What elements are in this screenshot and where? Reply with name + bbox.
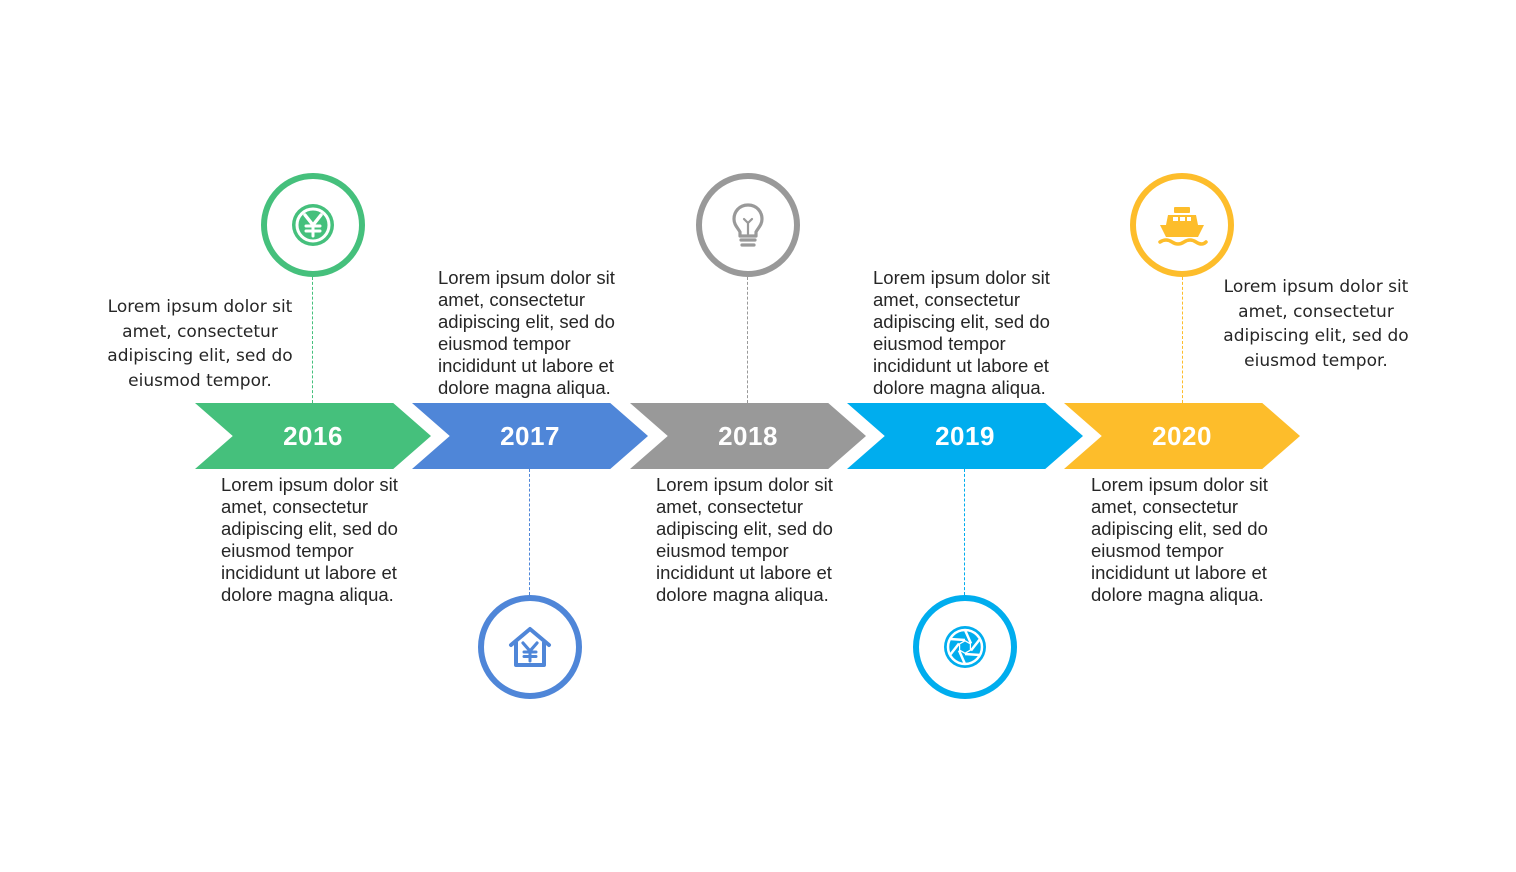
ship-icon: [1156, 201, 1208, 249]
text-2017-top: Lorem ipsum dolor sit amet, consectetur …: [438, 267, 615, 398]
text-2016-bottom: Lorem ipsum dolor sit amet, consectetur …: [221, 474, 398, 605]
connector-2017: [529, 469, 530, 595]
chevron-2016: 2016: [195, 403, 431, 469]
connector-2019: [964, 469, 965, 595]
text-2018-bottom: Lorem ipsum dolor sit amet, consectetur …: [656, 474, 833, 605]
connector-2020: [1182, 277, 1183, 403]
text-2016-top: Lorem ipsum dolor sit amet, consectetur …: [107, 297, 293, 391]
text-2020-top: Lorem ipsum dolor sit amet, consectetur …: [1223, 277, 1409, 371]
chevron-2020: 2020: [1064, 403, 1300, 469]
connector-2018: [747, 277, 748, 403]
chevron-2018: 2018: [630, 403, 866, 469]
circle-2019: [913, 595, 1017, 699]
circle-2020: [1130, 173, 1234, 277]
yen-coin-icon: [289, 201, 337, 249]
year-label: 2019: [935, 420, 995, 451]
lightbulb-icon: [724, 201, 772, 249]
year-label: 2020: [1152, 420, 1212, 451]
camera-aperture-icon: [941, 623, 989, 671]
chevron-2019: 2019: [847, 403, 1083, 469]
house-yen-icon: [506, 623, 554, 671]
text-2020-bottom: Lorem ipsum dolor sit amet, consectetur …: [1091, 474, 1268, 605]
circle-2018: [696, 173, 800, 277]
year-label: 2016: [283, 420, 343, 451]
year-label: 2018: [718, 420, 778, 451]
year-label: 2017: [500, 420, 560, 451]
connector-2016: [312, 277, 313, 403]
text-2019-top: Lorem ipsum dolor sit amet, consectetur …: [873, 267, 1050, 398]
chevron-2017: 2017: [412, 403, 648, 469]
circle-2016: [261, 173, 365, 277]
circle-2017: [478, 595, 582, 699]
